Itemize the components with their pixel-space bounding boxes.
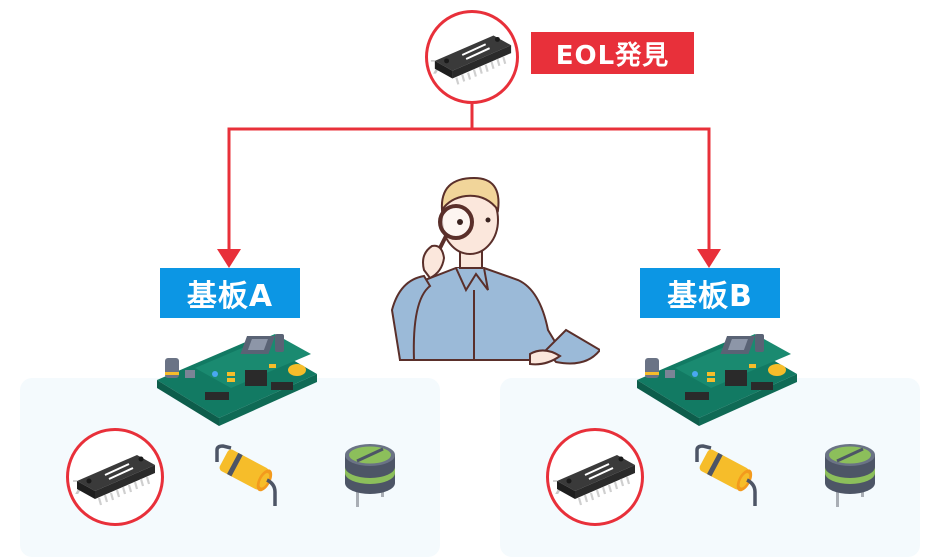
board-b-label: 基板B <box>640 268 780 318</box>
arrow-down-icon <box>217 249 241 268</box>
eol-badge: EOL発見 <box>531 32 694 74</box>
capacitor-icon <box>215 444 278 508</box>
variable-resistor-icon <box>343 442 397 509</box>
ic-chip-icon <box>551 453 637 507</box>
ic-chip-icon <box>429 34 513 86</box>
eol-part-circle <box>425 10 519 104</box>
board-a-label: 基板A <box>160 268 300 318</box>
board-a-label-text: 基板A <box>186 279 274 314</box>
eol-badge-label: EOL発見 <box>555 40 670 71</box>
eol-component-highlight <box>66 428 164 526</box>
capacitor-icon <box>695 444 758 508</box>
board-b-label-text: 基板B <box>667 279 753 314</box>
pcb-board-icon <box>637 334 797 426</box>
eol-component-highlight <box>546 428 644 526</box>
variable-resistor-icon <box>823 442 877 509</box>
arrow-down-icon <box>697 249 721 268</box>
ic-chip-icon <box>71 453 157 507</box>
person-with-magnifier-icon <box>390 176 600 367</box>
pcb-board-icon <box>157 334 317 426</box>
